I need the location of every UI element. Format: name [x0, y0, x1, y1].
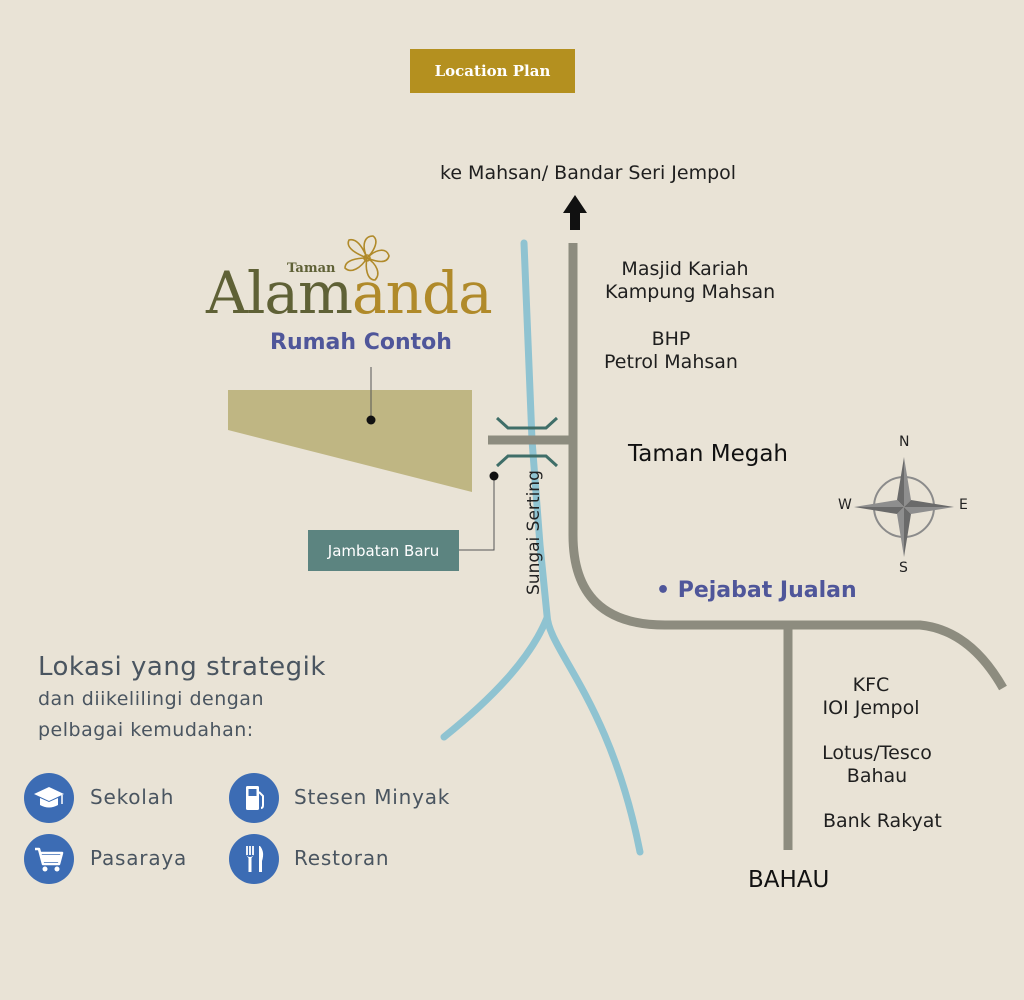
- north-destination-label: ke Mahsan/ Bandar Seri Jempol: [440, 162, 737, 184]
- show-house-label: Rumah Contoh: [270, 330, 452, 355]
- amenity-label-school: Sekolah: [90, 785, 175, 809]
- logo-name-part2: anda: [352, 259, 493, 327]
- amenity-label-restaurant: Restoran: [294, 846, 390, 870]
- landmark-petrol: BHP Petrol Mahsan: [600, 328, 742, 374]
- compass-west-label: W: [838, 497, 852, 513]
- info-subline-1: dan diikelilingi dengan: [38, 688, 264, 710]
- fork-knife-icon: [229, 834, 279, 884]
- landmark-bank-rakyat: Bank Rakyat: [823, 810, 942, 832]
- shopping-cart-icon: [24, 834, 74, 884]
- landmark-bahau: BAHAU: [748, 867, 830, 893]
- info-headline: Lokasi yang strategik: [38, 652, 326, 682]
- landmark-masjid-line2: Kampung Mahsan: [605, 281, 776, 303]
- bridge-symbol: [495, 416, 559, 468]
- graduation-cap-icon: [24, 773, 74, 823]
- bridge-marker: [489, 471, 499, 481]
- site-marker: [366, 415, 376, 425]
- site-plot: [228, 390, 472, 492]
- compass-rose-icon: [854, 457, 954, 557]
- location-plan-title: Location Plan: [410, 49, 575, 93]
- info-subline-2: pelbagai kemudahan:: [38, 719, 254, 741]
- river-sungai-serting: [440, 239, 644, 856]
- landmark-lotus-line2: Bahau: [846, 765, 908, 787]
- landmark-taman-megah: Taman Megah: [628, 441, 788, 467]
- amenity-label-petrol: Stesen Minyak: [294, 785, 451, 809]
- logo-wordmark: Alamanda: [206, 259, 493, 339]
- compass-north-label: N: [899, 434, 910, 450]
- compass-east-label: E: [959, 497, 968, 513]
- landmark-petrol-line2: Petrol Mahsan: [604, 351, 738, 373]
- sales-office-label: • Pejabat Jualan: [656, 578, 857, 603]
- landmark-masjid-line1: Masjid Kariah: [621, 258, 749, 280]
- roads: [488, 243, 1007, 850]
- landmark-kfc-line2: IOI Jempol: [822, 697, 920, 719]
- river-label: Sungai Serting: [524, 470, 544, 595]
- landmark-lotus-line1: Lotus/Tesco: [822, 742, 932, 764]
- logo-name-part1: Alam: [206, 259, 353, 327]
- fuel-pump-icon: [229, 773, 279, 823]
- north-arrow-icon: [563, 195, 587, 230]
- amenity-label-supermarket: Pasaraya: [90, 846, 188, 870]
- main-road: [568, 243, 1007, 691]
- landmark-kfc: KFC IOI Jempol: [810, 674, 932, 720]
- compass-south-label: S: [899, 560, 908, 576]
- landmark-lotus: Lotus/Tesco Bahau: [812, 742, 942, 788]
- landmark-kfc-line1: KFC: [852, 674, 890, 696]
- flower-icon: [344, 235, 390, 281]
- logo-prefix: Taman: [287, 261, 336, 276]
- bridge-label: Jambatan Baru: [308, 530, 459, 571]
- landmark-petrol-line1: BHP: [651, 328, 691, 350]
- bridge-leader-line: [458, 478, 495, 551]
- landmark-masjid: Masjid Kariah Kampung Mahsan: [605, 258, 776, 304]
